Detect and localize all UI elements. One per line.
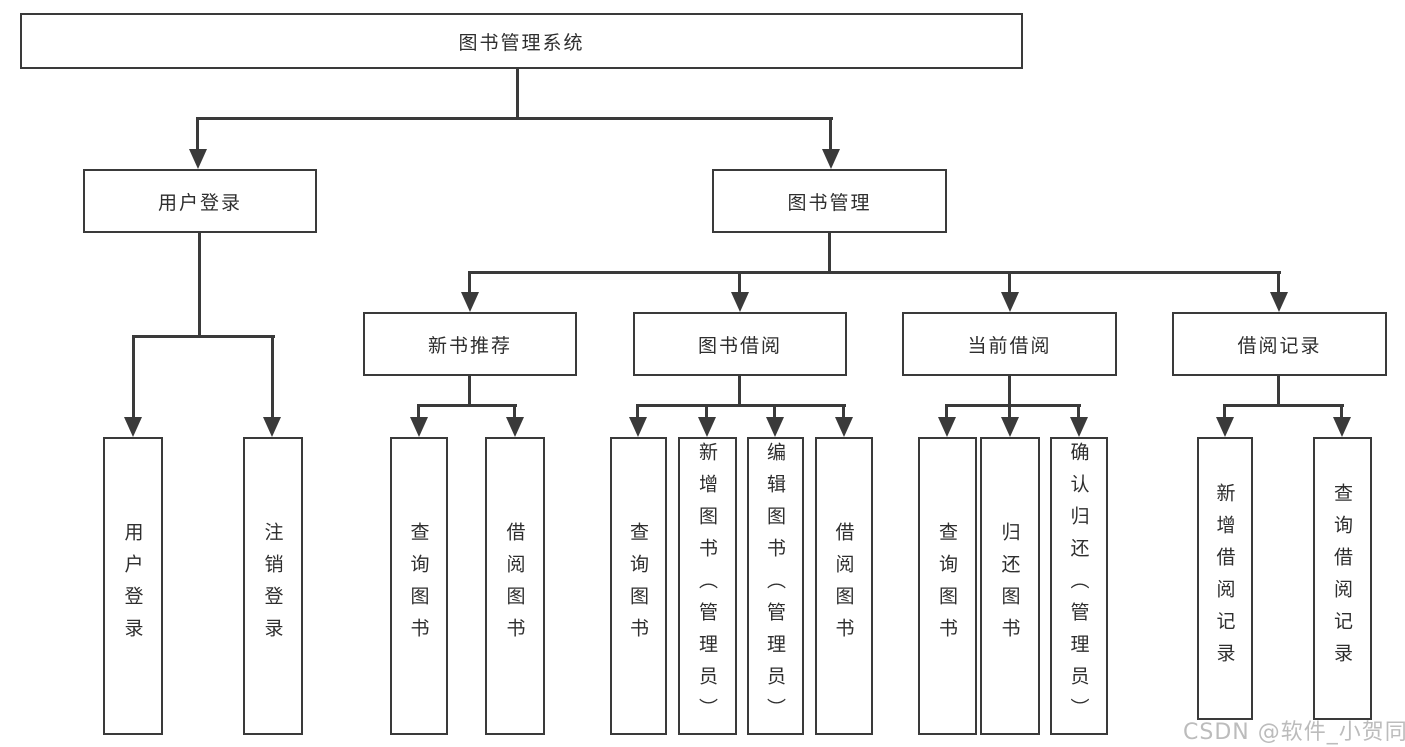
- csdn-watermark: CSDN @软件_小贺同学: [1183, 720, 1405, 745]
- connector-line: [1008, 404, 1011, 419]
- connector-line: [198, 233, 201, 337]
- node-new-book-recommendation: 新书推荐: [363, 312, 577, 376]
- leaf-borrow-books: 借阅图书: [815, 437, 873, 735]
- connector-line: [773, 404, 776, 419]
- leaf-add-books-admin: 新增图书（管理员）: [678, 437, 737, 735]
- connector-line: [417, 404, 517, 407]
- arrowhead-down: [461, 292, 479, 312]
- connector-line: [1223, 404, 1226, 419]
- leaf-logout: 注销登录: [243, 437, 303, 735]
- connector-line: [1340, 404, 1343, 419]
- arrowhead-down: [822, 149, 840, 169]
- leaf-confirm-return-admin: 确认归还（管理员）: [1050, 437, 1108, 735]
- connector-line: [828, 233, 831, 274]
- arrowhead-down: [835, 417, 853, 437]
- arrowhead-down: [1333, 417, 1351, 437]
- connector-line: [738, 376, 741, 407]
- connector-line: [417, 404, 420, 419]
- node-library-management-system: 图书管理系统: [20, 13, 1023, 69]
- connector-line: [1277, 271, 1280, 294]
- connector-line: [468, 271, 1281, 274]
- arrowhead-down: [124, 417, 142, 437]
- arrowhead-down: [766, 417, 784, 437]
- arrowhead-down: [698, 417, 716, 437]
- connector-line: [468, 376, 471, 407]
- connector-line: [1223, 404, 1344, 407]
- connector-line: [1008, 376, 1011, 407]
- arrowhead-down: [410, 417, 428, 437]
- leaf-query-books-recommend: 查询图书: [390, 437, 448, 735]
- connector-line: [842, 404, 845, 419]
- connector-line: [829, 117, 832, 151]
- arrowhead-down: [731, 292, 749, 312]
- connector-line: [945, 404, 1081, 407]
- connector-line: [271, 335, 274, 419]
- leaf-return-books: 归还图书: [980, 437, 1040, 735]
- connector-line: [738, 271, 741, 294]
- leaf-user-login: 用户登录: [103, 437, 163, 735]
- node-book-borrowing: 图书借阅: [633, 312, 847, 376]
- node-user-login: 用户登录: [83, 169, 317, 233]
- connector-line: [945, 404, 948, 419]
- connector-line: [1277, 376, 1280, 407]
- leaf-query-books-borrowing: 查询图书: [610, 437, 667, 735]
- connector-line: [1077, 404, 1080, 419]
- arrowhead-down: [1216, 417, 1234, 437]
- connector-line: [196, 117, 833, 120]
- node-borrowing-records: 借阅记录: [1172, 312, 1387, 376]
- connector-line: [636, 404, 639, 419]
- arrowhead-down: [1001, 292, 1019, 312]
- arrowhead-down: [1070, 417, 1088, 437]
- connector-line: [132, 335, 275, 338]
- connector-line: [196, 117, 199, 151]
- arrowhead-down: [263, 417, 281, 437]
- leaf-query-books-current: 查询图书: [918, 437, 977, 735]
- connector-line: [468, 271, 471, 294]
- arrowhead-down: [189, 149, 207, 169]
- node-current-borrowing: 当前借阅: [902, 312, 1117, 376]
- leaf-borrow-books-recommend: 借阅图书: [485, 437, 545, 735]
- leaf-add-borrow-record: 新增借阅记录: [1197, 437, 1253, 720]
- arrowhead-down: [1001, 417, 1019, 437]
- connector-line: [705, 404, 708, 419]
- arrowhead-down: [1270, 292, 1288, 312]
- arrowhead-down: [629, 417, 647, 437]
- node-book-management: 图书管理: [712, 169, 947, 233]
- leaf-query-borrow-record: 查询借阅记录: [1313, 437, 1372, 720]
- connector-line: [1008, 271, 1011, 294]
- connector-line: [132, 335, 135, 419]
- arrowhead-down: [938, 417, 956, 437]
- connector-line: [636, 404, 846, 407]
- leaf-edit-books-admin: 编辑图书（管理员）: [747, 437, 804, 735]
- arrowhead-down: [506, 417, 524, 437]
- connector-line: [516, 69, 519, 117]
- connector-line: [513, 404, 516, 419]
